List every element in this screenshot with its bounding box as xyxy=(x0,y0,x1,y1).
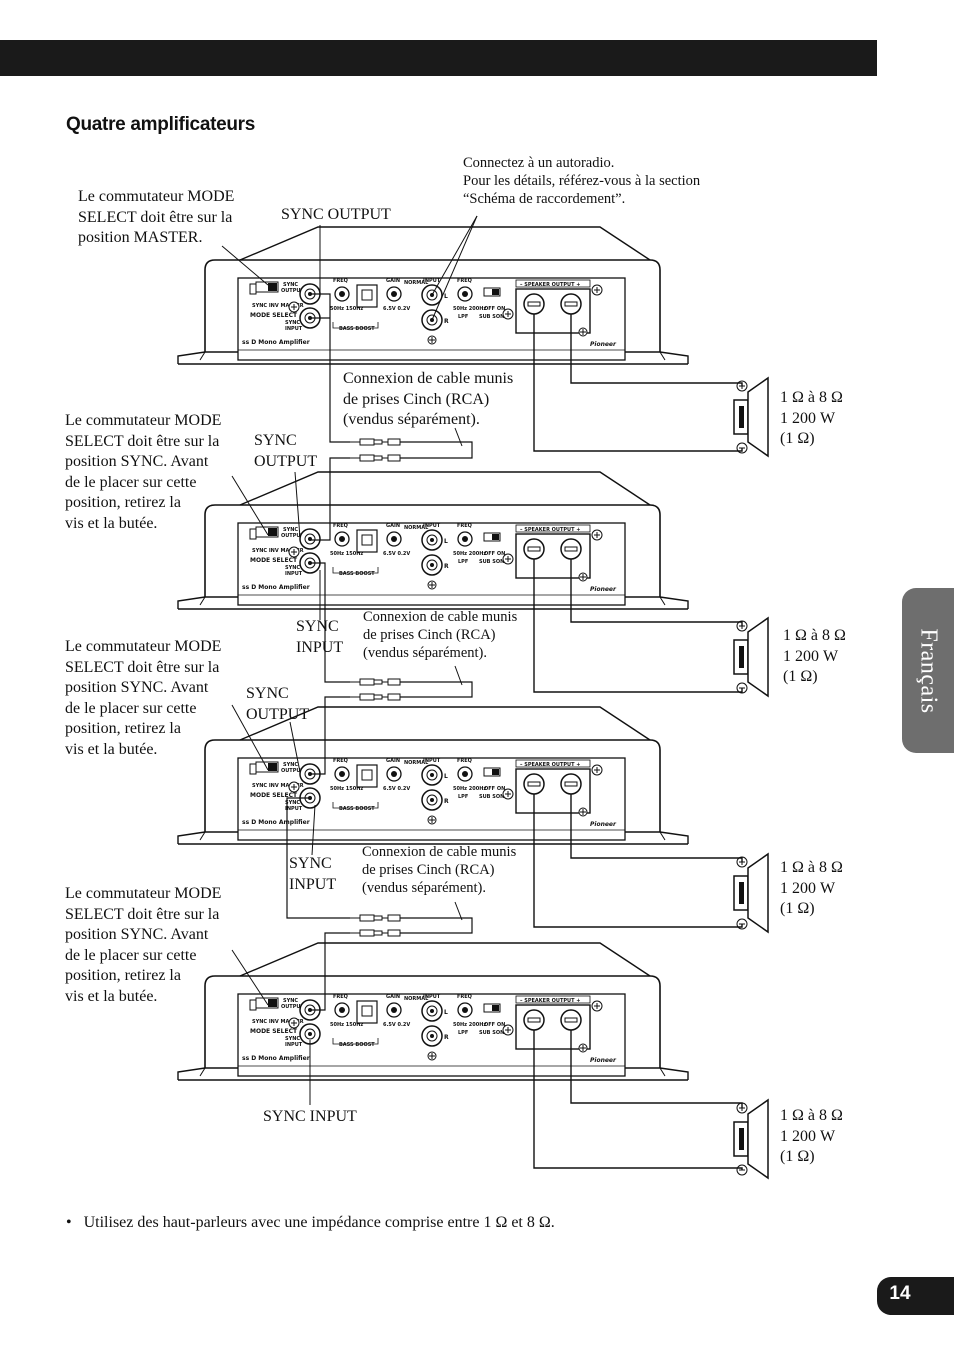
label-master-note: Le commutateur MODE SELECT doit être sur… xyxy=(78,188,235,246)
amplifier-3 xyxy=(177,706,689,845)
label-sync-input-3: SYNC INPUT xyxy=(289,855,337,893)
label-sync-output-3: SYNC OUTPUT xyxy=(246,685,310,723)
language-tab: Français xyxy=(902,588,954,753)
label-cable-note-3: Connexion de cable munis de prises Cinch… xyxy=(362,844,517,896)
label-sync-input-2: SYNC INPUT xyxy=(296,618,344,656)
label-speaker-spec-3: 1 Ω à 8 Ω 1 200 W (1 Ω) xyxy=(780,859,843,917)
amplifier-4 xyxy=(177,942,689,1081)
page-number: 14 xyxy=(889,1283,911,1304)
speaker-3 xyxy=(733,853,769,933)
speaker-wires xyxy=(533,314,743,1170)
section-heading: Quatre amplificateurs xyxy=(66,114,256,135)
amplifier-2 xyxy=(177,471,689,610)
label-sync-note-2: Le commutateur MODE SELECT doit être sur… xyxy=(65,638,222,758)
amplifier-1 xyxy=(177,226,689,365)
label-sync-output-2: SYNC OUTPUT xyxy=(254,432,318,470)
header-bar xyxy=(0,40,877,76)
label-speaker-spec-4: 1 Ω à 8 Ω 1 200 W (1 Ω) xyxy=(780,1107,843,1165)
label-speaker-spec-1: 1 Ω à 8 Ω 1 200 W (1 Ω) xyxy=(780,389,843,447)
speaker-2 xyxy=(733,617,769,697)
footer-bullet: • Utilisez des haut-parleurs avec une im… xyxy=(66,1214,555,1231)
label-cable-note-2: Connexion de cable munis de prises Cinch… xyxy=(363,609,518,661)
footer-bullet-text: Utilisez des haut-parleurs avec une impé… xyxy=(83,1214,555,1231)
label-cable-note-1: Connexion de cable munis de prises Cinch… xyxy=(343,370,514,428)
label-sync-input-4: SYNC INPUT xyxy=(263,1108,357,1125)
label-source-note: Connectez à un autoradio. Pour les détai… xyxy=(463,155,701,207)
speaker-4 xyxy=(733,1099,769,1179)
label-sync-note-1: Le commutateur MODE SELECT doit être sur… xyxy=(65,412,222,532)
language-tab-label: Français xyxy=(915,627,942,714)
label-speaker-spec-2: 1 Ω à 8 Ω 1 200 W (1 Ω) xyxy=(783,627,846,685)
speaker-1 xyxy=(733,377,769,457)
label-sync-note-3: Le commutateur MODE SELECT doit être sur… xyxy=(65,885,222,1005)
page-number-tab: 14 xyxy=(877,1277,954,1315)
leader-lines xyxy=(221,215,478,1105)
label-sync-output-1: SYNC OUTPUT xyxy=(281,206,391,223)
